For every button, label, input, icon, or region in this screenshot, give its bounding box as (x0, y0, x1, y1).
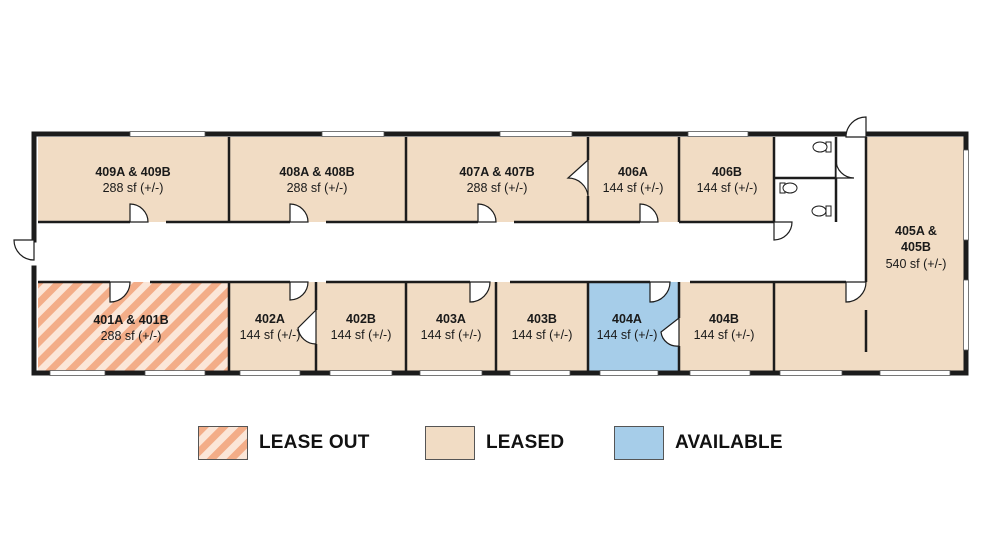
lease-out-swatch (198, 426, 248, 460)
unit-405-room[interactable] (866, 137, 965, 371)
unit-407-room[interactable] (406, 137, 588, 222)
window-strips (49, 131, 969, 376)
unit-401-room[interactable] (38, 282, 229, 371)
unit-405-area: 540 sf (+/-) (886, 257, 947, 271)
unit-402b-area: 144 sf (+/-) (331, 328, 392, 342)
door-swings (13, 116, 867, 347)
unit-404a-area: 144 sf (+/-) (597, 328, 658, 342)
unit-402b-room[interactable] (316, 282, 406, 371)
legend-label-lease-out: LEASE OUT (259, 432, 370, 453)
legend-label-available: AVAILABLE (675, 432, 783, 453)
unit-406a-name: 406A (618, 165, 648, 179)
unit-409-area: 288 sf (+/-) (103, 181, 164, 195)
unit-404b-name: 404B (709, 312, 739, 326)
unit-407-name: 407A & 407B (459, 165, 534, 179)
legend: LEASE OUT LEASED AVAILABLE (0, 426, 984, 466)
available-swatch (614, 426, 664, 460)
legend-item-leased: LEASED (425, 426, 564, 460)
leased-swatch (425, 426, 475, 460)
unit-408-area: 288 sf (+/-) (287, 181, 348, 195)
unit-405-name-line1: 405A & (895, 224, 937, 238)
legend-item-available: AVAILABLE (614, 426, 783, 460)
toilet-icon (779, 141, 832, 217)
unit-401-name: 401A & 401B (93, 313, 168, 327)
interior-walls (38, 137, 868, 371)
unit-403b-area: 144 sf (+/-) (512, 328, 573, 342)
legend-item-lease-out: LEASE OUT (198, 426, 370, 460)
unit-402a-name: 402A (255, 312, 285, 326)
unit-406a-area: 144 sf (+/-) (603, 181, 664, 195)
unit-406b-area: 144 sf (+/-) (697, 181, 758, 195)
legend-label-leased: LEASED (486, 432, 565, 453)
unit-406b-room[interactable] (679, 137, 774, 222)
unit-406a-room[interactable] (588, 137, 679, 222)
unit-401-area: 288 sf (+/-) (101, 329, 162, 343)
unit-404b-room[interactable] (679, 282, 774, 371)
floor-plan: 409A & 409B 288 sf (+/-) 408A & 408B 288… (13, 116, 969, 376)
unit-407-area: 288 sf (+/-) (467, 181, 528, 195)
unit-406b-name: 406B (712, 165, 742, 179)
unit-408-name: 408A & 408B (279, 165, 354, 179)
unit-403b-room[interactable] (496, 282, 588, 371)
unit-403a-area: 144 sf (+/-) (421, 328, 482, 342)
unit-402a-area: 144 sf (+/-) (240, 328, 301, 342)
unit-408-room[interactable] (229, 137, 406, 222)
unit-404b-area: 144 sf (+/-) (694, 328, 755, 342)
unit-404a-name: 404A (612, 312, 642, 326)
unit-403b-name: 403B (527, 312, 557, 326)
unit-402b-name: 402B (346, 312, 376, 326)
corridor (38, 222, 866, 280)
unit-403a-name: 403A (436, 312, 466, 326)
unit-405-name-line2: 405B (901, 240, 931, 254)
unit-409-name: 409A & 409B (95, 165, 170, 179)
